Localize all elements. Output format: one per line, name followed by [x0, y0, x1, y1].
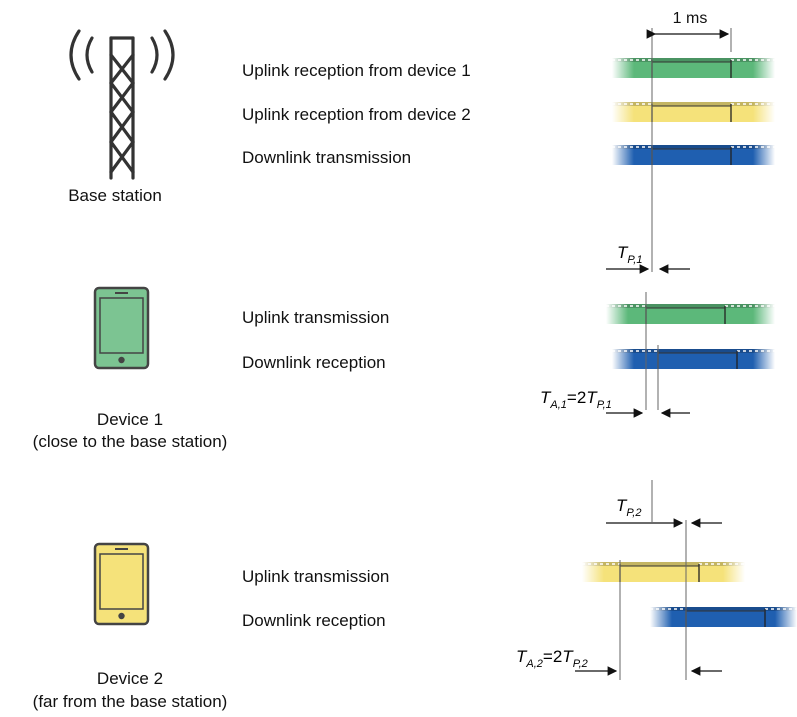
dev1-caption-1: Device 1 — [96, 410, 164, 429]
dev1-ta-label: TA,1=2TP,1 — [540, 388, 612, 411]
bs-bar-uplink-dev1 — [612, 57, 775, 79]
dev2-caption-2: (far from the base station) — [32, 692, 228, 711]
dev1-bar-downlink — [612, 348, 775, 370]
dev1-bar-uplink — [606, 303, 775, 325]
dev2-row-label-1: Uplink transmission — [242, 567, 390, 586]
phone-icon-yellow — [93, 542, 150, 626]
phone-icon-green — [93, 286, 150, 370]
duration-label: 1 ms — [673, 10, 708, 27]
dev2-row-label-2: Downlink reception — [242, 611, 386, 630]
dev1-tp-label: TP,1 — [617, 243, 642, 266]
bs-bar-downlink — [612, 144, 775, 166]
tower-icon — [69, 29, 175, 180]
bs-caption: Base station — [68, 186, 162, 205]
bs-row-label-1: Uplink reception from device 1 — [242, 61, 471, 80]
dev1-row-label-1: Uplink transmission — [242, 308, 390, 327]
dev1-row-label-2: Downlink reception — [242, 353, 386, 372]
dev2-tp-label: TP,2 — [616, 496, 641, 519]
bs-row-label-3: Downlink transmission — [242, 148, 412, 167]
dev2-bar-downlink — [650, 606, 797, 628]
bs-bar-uplink-dev2 — [612, 101, 775, 123]
dev1-caption-2: (close to the base station) — [32, 432, 228, 451]
dev2-bar-uplink — [582, 561, 745, 583]
bs-row-label-2: Uplink reception from device 2 — [242, 105, 471, 124]
dev2-ta-label: TA,2=2TP,2 — [516, 647, 588, 670]
dev2-caption-1: Device 2 — [96, 669, 164, 688]
